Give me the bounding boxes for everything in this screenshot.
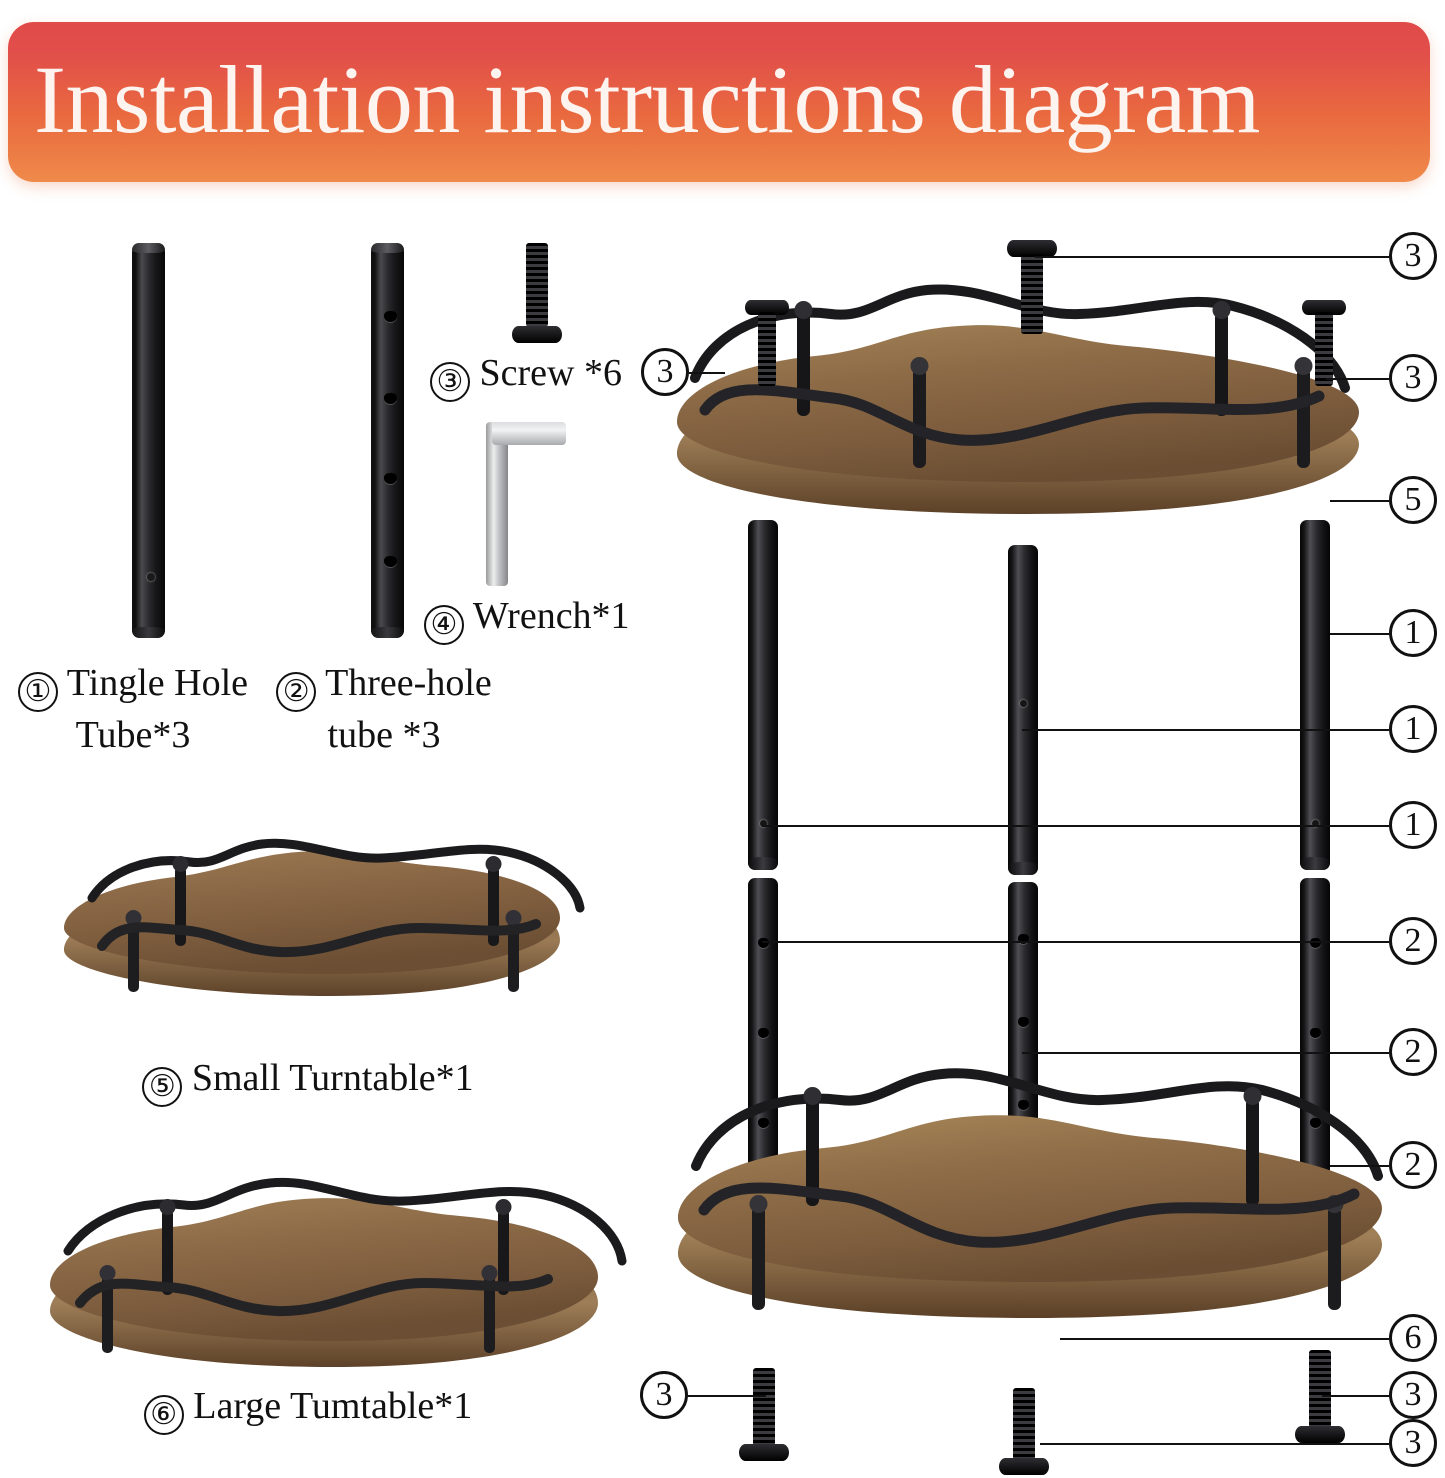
tube-hole — [760, 820, 767, 827]
part-label-small-turntable: ⑤ Small Turntable*1 — [8, 1055, 608, 1107]
assembly-screw-top-left — [745, 300, 789, 392]
screw-shaft — [1309, 1350, 1331, 1428]
callout-leader — [762, 825, 1389, 827]
callout-leader — [1040, 1443, 1389, 1445]
callout-3-top-left: 3 — [641, 348, 689, 396]
screw-head — [739, 1444, 789, 1461]
callout-right-3-d: 3 — [1389, 1419, 1437, 1467]
part-label-large-turntable-text: Large Tumtable*1 — [193, 1385, 473, 1427]
tube-hole — [146, 573, 155, 581]
callout-right-5: 5 — [1389, 476, 1437, 524]
screw-shaft — [758, 312, 776, 386]
callout-leader — [1330, 500, 1389, 502]
part-label-tube1-line1: Tingle Hole — [66, 662, 249, 704]
screw-shaft — [1013, 1388, 1035, 1460]
part-screw-image — [512, 243, 562, 343]
screw-shaft — [1315, 312, 1333, 386]
screw-head — [1007, 240, 1057, 257]
part-label-three-hole-tube: ② Three-hole tube *3 — [258, 660, 510, 758]
callout-leader — [1035, 256, 1389, 258]
tube-hole — [383, 556, 397, 567]
callout-leader — [1326, 378, 1389, 380]
screw-head — [1302, 300, 1346, 315]
screw-shaft — [526, 243, 548, 327]
tube-hole — [383, 473, 397, 484]
assembly-upper-tube-center — [1008, 545, 1038, 875]
tube-hole — [758, 1118, 769, 1128]
assembly-upper-tube-left — [748, 520, 778, 870]
screw-head — [512, 326, 562, 343]
part-label-small-turntable-text: Small Turntable*1 — [191, 1057, 474, 1099]
tube-hole — [758, 938, 769, 948]
part-tingle-hole-tube-image — [132, 243, 165, 638]
assembly-upper-tube-right — [1300, 520, 1330, 870]
part-marker-5: ⑤ — [142, 1067, 183, 1107]
callout-right-3-b: 3 — [1389, 354, 1437, 402]
part-three-hole-tube-image — [371, 243, 404, 638]
tube-hole — [1310, 938, 1321, 948]
page-title: Installation instructions diagram — [34, 46, 1260, 153]
part-marker-3: ③ — [430, 362, 470, 402]
title-banner: Installation instructions diagram — [8, 22, 1430, 182]
callout-leader — [1060, 1338, 1389, 1340]
part-label-screw: ③ Screw *6 — [430, 350, 622, 402]
callout-right-2-c: 2 — [1389, 1141, 1437, 1189]
part-label-tube2-line2: tube *3 — [327, 714, 441, 756]
callout-right-1-a: 1 — [1389, 609, 1437, 657]
callout-leader — [1022, 729, 1389, 731]
tube-hole — [1312, 820, 1319, 827]
part-wrench-image — [478, 408, 570, 586]
part-marker-1: ① — [17, 672, 58, 712]
part-label-wrench: ④ Wrench*1 — [424, 593, 630, 645]
callout-leader — [688, 1395, 766, 1397]
part-label-large-turntable: ⑥ Large Tumtable*1 — [8, 1383, 608, 1435]
assembly-screw-bottom-right — [1295, 1350, 1345, 1448]
callout-leader — [1330, 1165, 1389, 1167]
tube-hole — [1018, 934, 1029, 944]
callout-left-3-bottom: 3 — [640, 1371, 688, 1419]
callout-leader — [762, 941, 1389, 943]
tube-hole — [758, 1028, 769, 1038]
callout-right-2-a: 2 — [1389, 917, 1437, 965]
tube-hole — [1018, 1100, 1029, 1110]
tube-hole — [1018, 1017, 1029, 1027]
callout-right-1-b: 1 — [1389, 705, 1437, 753]
part-marker-4: ④ — [424, 605, 464, 645]
part-marker-2: ② — [276, 672, 317, 712]
assembly-top-tier — [677, 284, 1359, 514]
callout-right-3-c: 3 — [1389, 1371, 1437, 1419]
wrench-long-arm — [486, 422, 508, 586]
assembly-screw-top-center — [1007, 240, 1057, 340]
assembly-bottom-tier — [678, 1068, 1383, 1318]
tube-hole — [1310, 1028, 1321, 1038]
screw-shaft — [1021, 254, 1043, 334]
callout-leader — [1022, 1052, 1389, 1054]
callout-leader — [689, 372, 725, 374]
screw-head — [745, 300, 789, 315]
part-large-turntable-image — [50, 1177, 627, 1367]
callout-right-3-a: 3 — [1389, 232, 1437, 280]
tube-hole — [1310, 1118, 1321, 1128]
part-label-screw-text: Screw *6 — [479, 352, 622, 394]
part-label-tube1-line2: Tube*3 — [75, 714, 191, 756]
part-small-turntable-image — [64, 838, 585, 996]
part-label-tube2-line1: Three-hole — [325, 662, 492, 704]
assembly-screw-bottom-center — [999, 1388, 1049, 1478]
callout-right-6: 6 — [1389, 1314, 1437, 1362]
part-marker-6: ⑥ — [143, 1395, 184, 1435]
tube-hole — [383, 393, 397, 404]
tube-hole — [383, 311, 397, 322]
callout-right-2-b: 2 — [1389, 1028, 1437, 1076]
tube-hole — [1020, 700, 1027, 707]
callout-leader — [1330, 633, 1389, 635]
callout-leader — [1322, 1395, 1389, 1397]
wrench-short-arm — [492, 422, 566, 445]
assembly-screw-top-right — [1302, 300, 1346, 392]
part-label-wrench-text: Wrench*1 — [472, 595, 630, 637]
screw-head — [1295, 1426, 1345, 1443]
callout-right-1-c: 1 — [1389, 801, 1437, 849]
assembly-screw-bottom-left — [739, 1368, 789, 1466]
part-label-tingle-hole-tube: ① Tingle Hole Tube*3 — [8, 660, 258, 758]
screw-shaft — [753, 1368, 775, 1446]
